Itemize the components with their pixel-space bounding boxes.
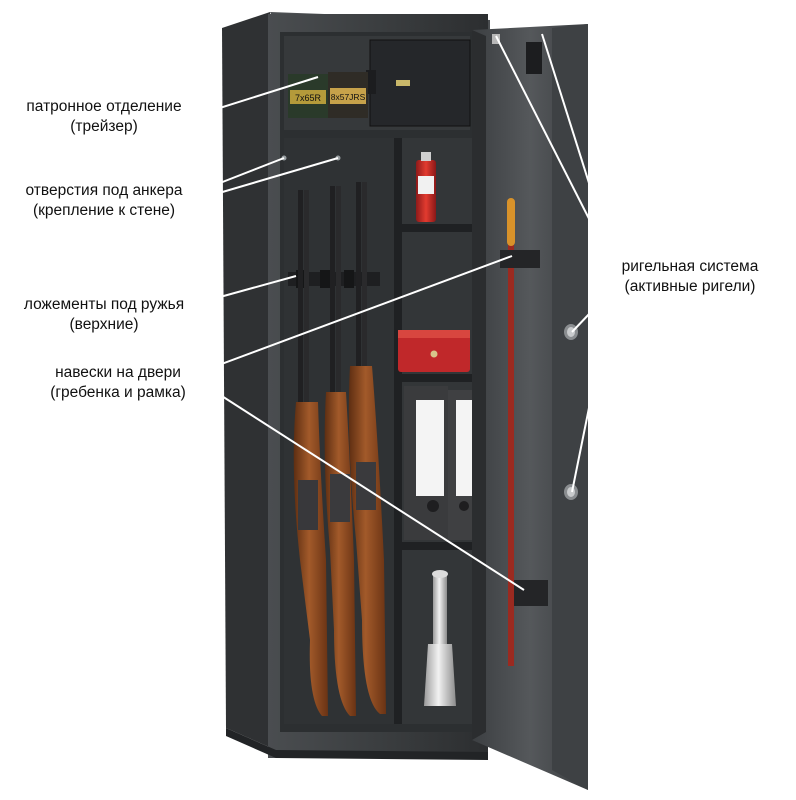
rifle-2 bbox=[324, 186, 356, 716]
safe-door bbox=[472, 24, 588, 790]
ammo-box-right-label: 8x57JRS bbox=[331, 92, 366, 102]
label-door-mounts: навески на двери (гребенка и рамка) bbox=[38, 363, 198, 403]
leader-cartridge bbox=[206, 76, 319, 113]
label-door-line2: (гребенка и рамка) bbox=[50, 384, 186, 401]
leader-bolts-4 bbox=[571, 293, 613, 493]
flashlight bbox=[424, 570, 456, 706]
ammo-box-left-label: 7x65R bbox=[295, 93, 322, 103]
leader-anchor-2 bbox=[201, 157, 339, 199]
leader-anchor-1 bbox=[201, 157, 285, 191]
label-door-line1: навески на двери bbox=[55, 364, 181, 381]
cash-box bbox=[398, 330, 470, 372]
leader-door-2 bbox=[199, 381, 525, 591]
door-bolt-lower bbox=[564, 484, 578, 500]
spray-can bbox=[416, 152, 436, 222]
door-bolt-upper bbox=[564, 324, 578, 340]
label-anchor-line1: отверстия под анкера bbox=[25, 182, 183, 199]
label-anchor-line2: (крепление к стене) bbox=[32, 202, 176, 219]
safe-base bbox=[226, 728, 488, 760]
label-bolt-system: ригельная система (активные ригели) bbox=[602, 257, 778, 297]
cleaning-rod bbox=[507, 198, 515, 666]
label-rifle-cradles: ложементы под ружья (верхние) bbox=[8, 295, 200, 335]
leader-door-1 bbox=[199, 255, 513, 373]
leader-cradles bbox=[201, 275, 297, 303]
binder-1 bbox=[404, 386, 448, 540]
leader-bolts-1 bbox=[495, 35, 609, 257]
binder-2 bbox=[448, 390, 474, 540]
leader-lines bbox=[199, 33, 613, 591]
label-bolts-line1: ригельная система bbox=[621, 258, 759, 275]
label-cartridge-compartment: патронное отделение (трейзер) bbox=[12, 97, 196, 137]
leader-bolts-3 bbox=[571, 291, 611, 333]
label-cartridge-line2: (трейзер) bbox=[70, 118, 138, 135]
leader-bolts-2 bbox=[541, 33, 613, 257]
label-cradles-line1: ложементы под ружья bbox=[23, 296, 185, 313]
label-cradles-line2: (верхние) bbox=[69, 316, 139, 333]
rifle-1 bbox=[293, 190, 328, 716]
label-cartridge-line1: патронное отделение bbox=[26, 98, 182, 115]
label-anchor-holes: отверстия под анкера (крепление к стене) bbox=[10, 181, 198, 221]
rifle-3 bbox=[348, 182, 386, 714]
shelf-compartment bbox=[398, 138, 476, 724]
ammo-box-right: 8x57JRS bbox=[328, 72, 368, 118]
label-bolts-line2: (активные ригели) bbox=[624, 278, 756, 295]
cartridge-compartment: 7x65R 8x57JRS bbox=[284, 36, 471, 130]
ammo-box-left: 7x65R bbox=[288, 74, 328, 118]
door-rod-bracket bbox=[500, 250, 548, 606]
